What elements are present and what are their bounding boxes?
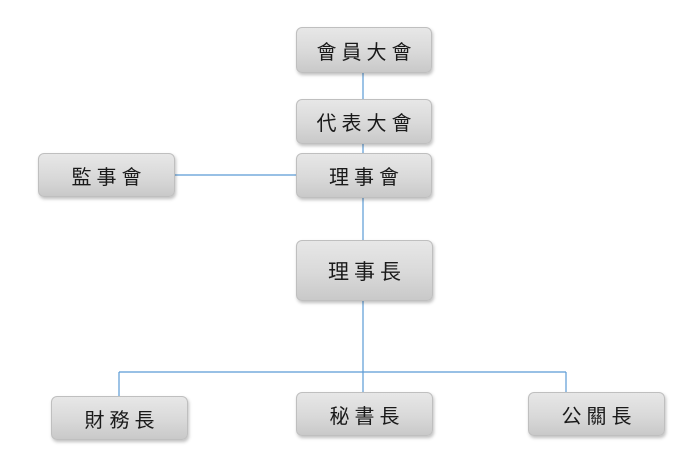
node-representative-assembly: 代表大會 <box>296 99 432 144</box>
node-board-of-supervisors: 監事會 <box>38 153 175 197</box>
node-public-relations: 公關長 <box>528 392 665 436</box>
node-treasurer: 財務長 <box>51 396 188 440</box>
node-board-of-directors: 理事會 <box>296 153 432 198</box>
node-secretary-general: 秘書長 <box>296 392 433 436</box>
node-chairman: 理事長 <box>296 240 433 301</box>
node-general-assembly: 會員大會 <box>296 27 432 73</box>
